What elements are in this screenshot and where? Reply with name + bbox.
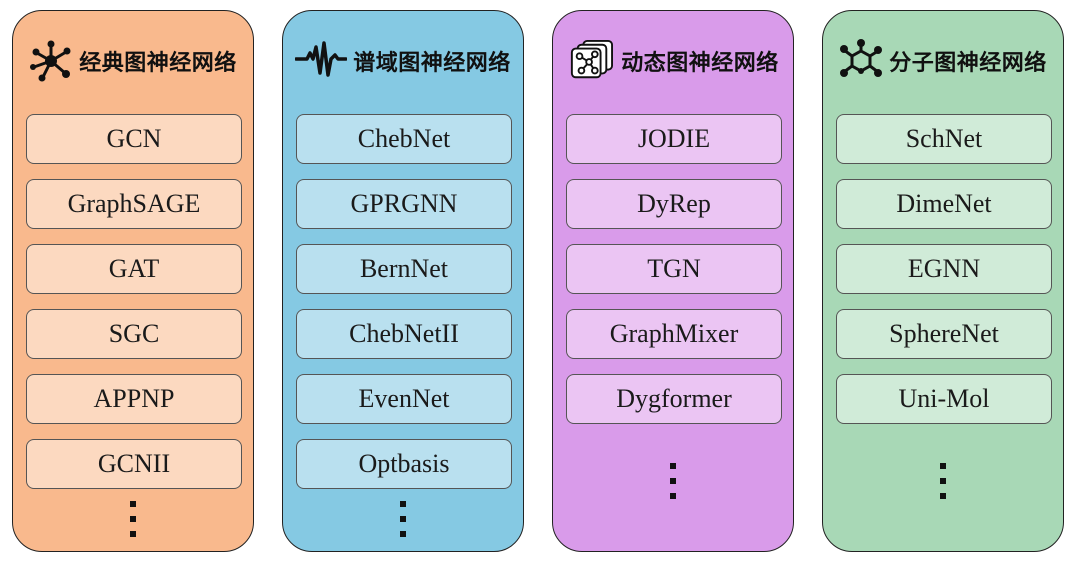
panel-title: 经典图神经网络 (79, 51, 237, 76)
model-item: GCN (26, 114, 242, 164)
panel-header: 分子图神经网络 (823, 39, 1063, 83)
model-item: DimeNet (836, 179, 1052, 229)
ellipsis-vertical-icon (130, 501, 136, 537)
panel-header: 经典图神经网络 (13, 39, 253, 83)
model-list: GCN GraphSAGE GAT SGC APPNP GCNII (26, 114, 242, 504)
model-item: SphereNet (836, 309, 1052, 359)
panel-header: 动态图神经网络 (553, 39, 793, 83)
model-item: DyRep (566, 179, 782, 229)
model-item: JODIE (566, 114, 782, 164)
panel-classic-gnn: 经典图神经网络 GCN GraphSAGE GAT SGC APPNP GCNI… (12, 10, 254, 552)
panel-header: 谱域图神经网络 (283, 39, 523, 83)
model-item: TGN (566, 244, 782, 294)
panel-molecular-gnn: 分子图神经网络 SchNet DimeNet EGNN SphereNet Un… (822, 10, 1064, 552)
panel-dynamic-gnn: 动态图神经网络 JODIE DyRep TGN GraphMixer Dygfo… (552, 10, 794, 552)
model-item: APPNP (26, 374, 242, 424)
panel-spectral-gnn: 谱域图神经网络 ChebNet GPRGNN BernNet ChebNetII… (282, 10, 524, 552)
model-item: Dygformer (566, 374, 782, 424)
model-item: EGNN (836, 244, 1052, 294)
model-item: GraphMixer (566, 309, 782, 359)
model-item: GAT (26, 244, 242, 294)
model-item: BernNet (296, 244, 512, 294)
model-item: GraphSAGE (26, 179, 242, 229)
model-item: GCNII (26, 439, 242, 489)
ellipsis-vertical-icon (400, 501, 406, 537)
model-item: ChebNet (296, 114, 512, 164)
molecule-network-icon (30, 40, 71, 82)
model-list: SchNet DimeNet EGNN SphereNet Uni-Mol (836, 114, 1052, 439)
model-item: SGC (26, 309, 242, 359)
model-item: EvenNet (296, 374, 512, 424)
ellipsis-vertical-icon (940, 463, 946, 499)
ellipsis-vertical-icon (670, 463, 676, 499)
panel-title: 分子图神经网络 (889, 51, 1047, 76)
model-list: JODIE DyRep TGN GraphMixer Dygformer (566, 114, 782, 439)
panel-title: 谱域图神经网络 (353, 51, 511, 76)
model-item: ChebNetII (296, 309, 512, 359)
waveform-icon (295, 41, 348, 77)
model-item: SchNet (836, 114, 1052, 164)
model-item: Uni-Mol (836, 374, 1052, 424)
model-item: Optbasis (296, 439, 512, 489)
stacked-graph-icon (571, 39, 614, 79)
model-list: ChebNet GPRGNN BernNet ChebNetII EvenNet… (296, 114, 512, 504)
model-item: GPRGNN (296, 179, 512, 229)
molecule-ring-icon (840, 39, 883, 77)
panel-title: 动态图神经网络 (621, 51, 779, 76)
